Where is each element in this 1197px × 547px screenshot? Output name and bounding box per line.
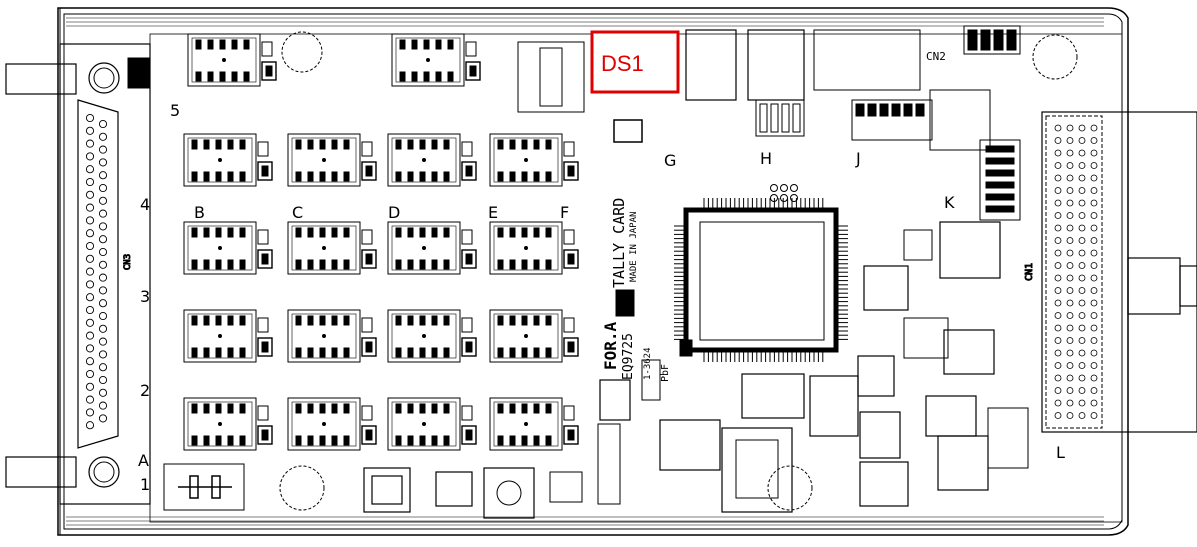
relay — [489, 397, 579, 451]
grid-letter-c: C — [292, 203, 303, 222]
relay — [287, 309, 377, 363]
grid-letter-k: K — [944, 193, 955, 212]
misc-components — [163, 25, 1029, 519]
grid-letter-h: H — [760, 149, 772, 168]
grid-number-2: 2 — [140, 381, 150, 400]
grid-letter-l: L — [1056, 443, 1065, 462]
grid-letter-b: B — [194, 203, 205, 222]
relay — [387, 309, 477, 363]
relay — [183, 133, 273, 187]
cn1-label: CN1 — [1024, 263, 1035, 281]
connector-cn1: CN1 — [1024, 111, 1197, 433]
grid-number-1: 1 — [140, 475, 150, 494]
grid-letter-j: J — [855, 149, 861, 168]
rev-label: 1-3624 — [643, 347, 653, 380]
grid-letter-g: G — [664, 151, 676, 170]
grid-letter-d: D — [388, 203, 400, 222]
brand-label: FOR.A — [601, 321, 620, 370]
mounting-holes — [279, 31, 1078, 511]
board-labels: FOR.A TALLY CARD MADE IN JAPAN EQ9725 Pb… — [601, 50, 946, 382]
relay — [489, 221, 579, 275]
relay — [183, 221, 273, 275]
connector-cn3: CN3 — [5, 43, 151, 505]
main-ic — [674, 198, 848, 362]
grid-number-3: 3 — [140, 287, 150, 306]
grid-markers: A B C D E F G H J K L 1 2 3 4 5 — [138, 101, 1065, 494]
relay — [489, 133, 579, 187]
relay — [287, 397, 377, 451]
grid-number-4: 4 — [140, 195, 150, 214]
relay — [287, 133, 377, 187]
relay — [183, 397, 273, 451]
model-label: TALLY CARD — [610, 198, 628, 288]
relay — [387, 133, 477, 187]
ds1-label: DS1 — [601, 51, 644, 76]
relay — [187, 33, 277, 87]
ds1-highlight: DS1 — [590, 30, 680, 94]
grid-letter-f: F — [560, 203, 569, 222]
relay — [287, 221, 377, 275]
relay — [391, 33, 481, 87]
relay-array — [183, 33, 579, 451]
pbf-label: PbF — [660, 364, 671, 382]
cn3-label: CN3 — [123, 254, 133, 270]
grid-number-5: 5 — [170, 101, 180, 120]
cn2-label: CN2 — [926, 50, 946, 63]
part-number-label: EQ9725 — [621, 333, 636, 380]
made-in-label: MADE IN JAPAN — [629, 212, 639, 282]
grid-letter-a: A — [138, 451, 149, 470]
relay — [387, 221, 477, 275]
relay — [489, 309, 579, 363]
grid-letter-e: E — [488, 203, 498, 222]
relay — [183, 309, 273, 363]
relay — [387, 397, 477, 451]
